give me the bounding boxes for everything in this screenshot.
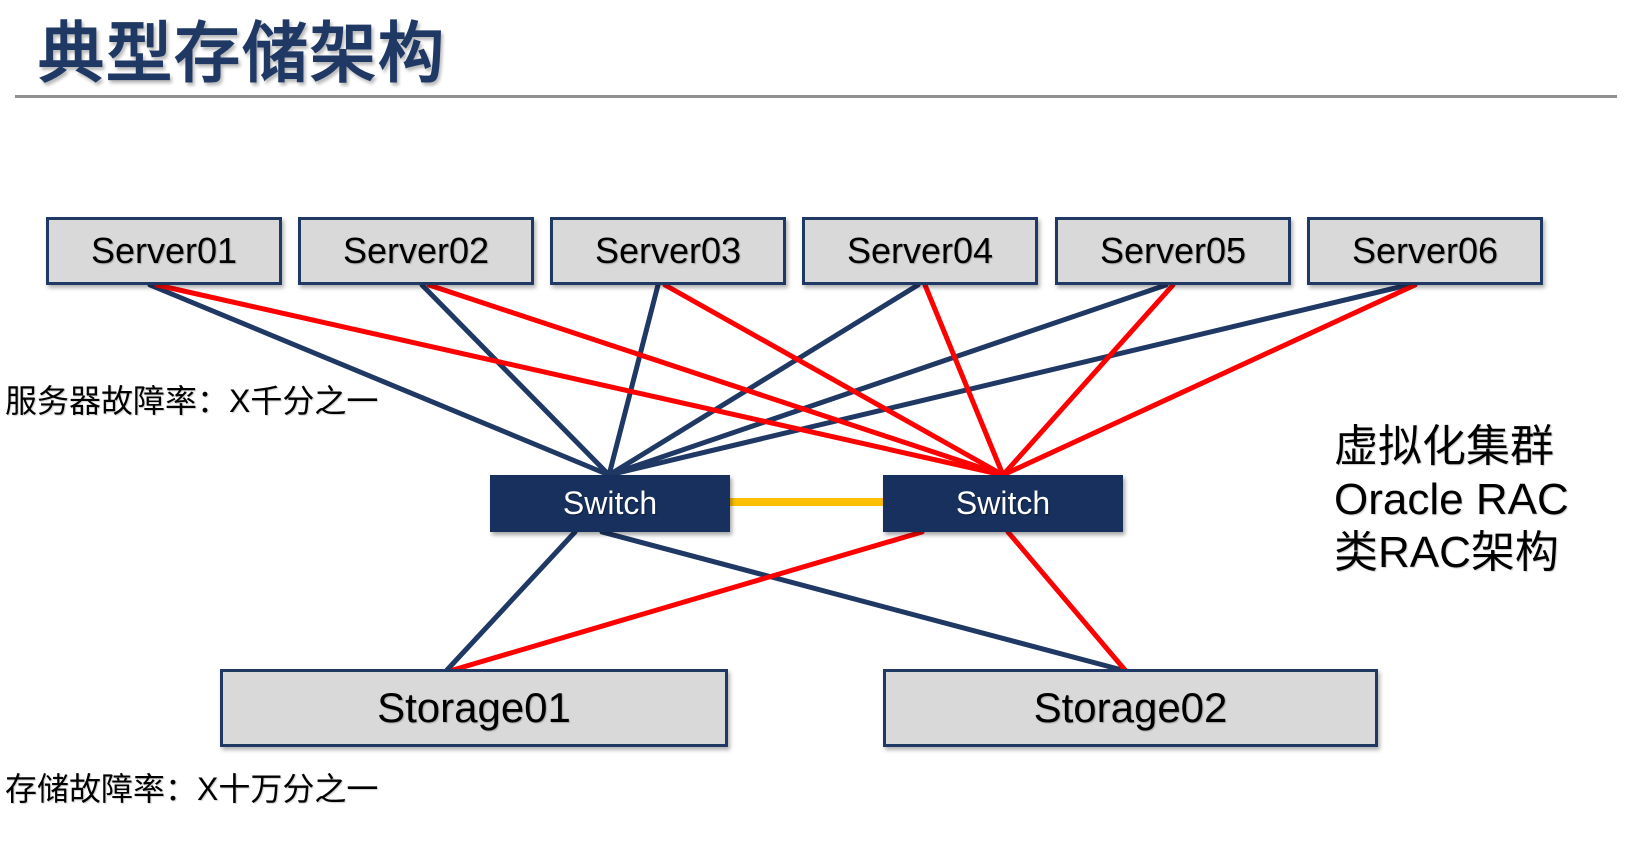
link-server1-switch-right [154,282,1006,478]
link-server6-switch-right [1000,282,1418,478]
link-server6-switch-left [606,282,1411,478]
link-server1-switch-left [147,282,612,478]
link-server4-switch-left [606,282,921,478]
slide-title: 典型存储架构 [38,16,446,90]
storage-failure-rate-note: 存储故障率：X十万分之一 [5,771,379,807]
link-switch-left-storage2 [599,529,1125,673]
storage02-box: Storage02 [883,669,1378,747]
link-switch-right-storage2 [1005,529,1128,673]
link-server5-switch-left [606,282,1169,478]
server01-box: Server01 [46,217,282,285]
link-server2-switch-right [426,282,1006,478]
server-failure-rate-note: 服务器故障率：X千分之一 [5,383,379,419]
cluster-note-line-3: 类RAC架构 [1334,528,1559,577]
switch-left-box: Switch [490,475,730,532]
link-server2-switch-left [419,282,612,478]
link-server3-switch-right [662,282,1006,478]
server04-box: Server04 [802,217,1038,285]
cluster-note: 虚拟化集群 Oracle RAC 类RAC架构 [1334,420,1569,579]
link-switch-left-storage1 [444,529,578,673]
title-divider [15,95,1617,98]
switch-right-box: Switch [883,475,1123,532]
storage01-box: Storage01 [220,669,728,747]
server02-box: Server02 [298,217,534,285]
cluster-note-line-1: 虚拟化集群 [1334,422,1554,471]
server06-box: Server06 [1307,217,1543,285]
link-switch-right-storage1 [450,529,925,673]
server03-box: Server03 [550,217,786,285]
link-server5-switch-right [1000,282,1176,478]
link-server3-switch-left [606,282,661,478]
server05-box: Server05 [1055,217,1291,285]
cluster-note-line-2: Oracle RAC [1334,475,1569,524]
link-server4-switch-right [922,282,1006,478]
